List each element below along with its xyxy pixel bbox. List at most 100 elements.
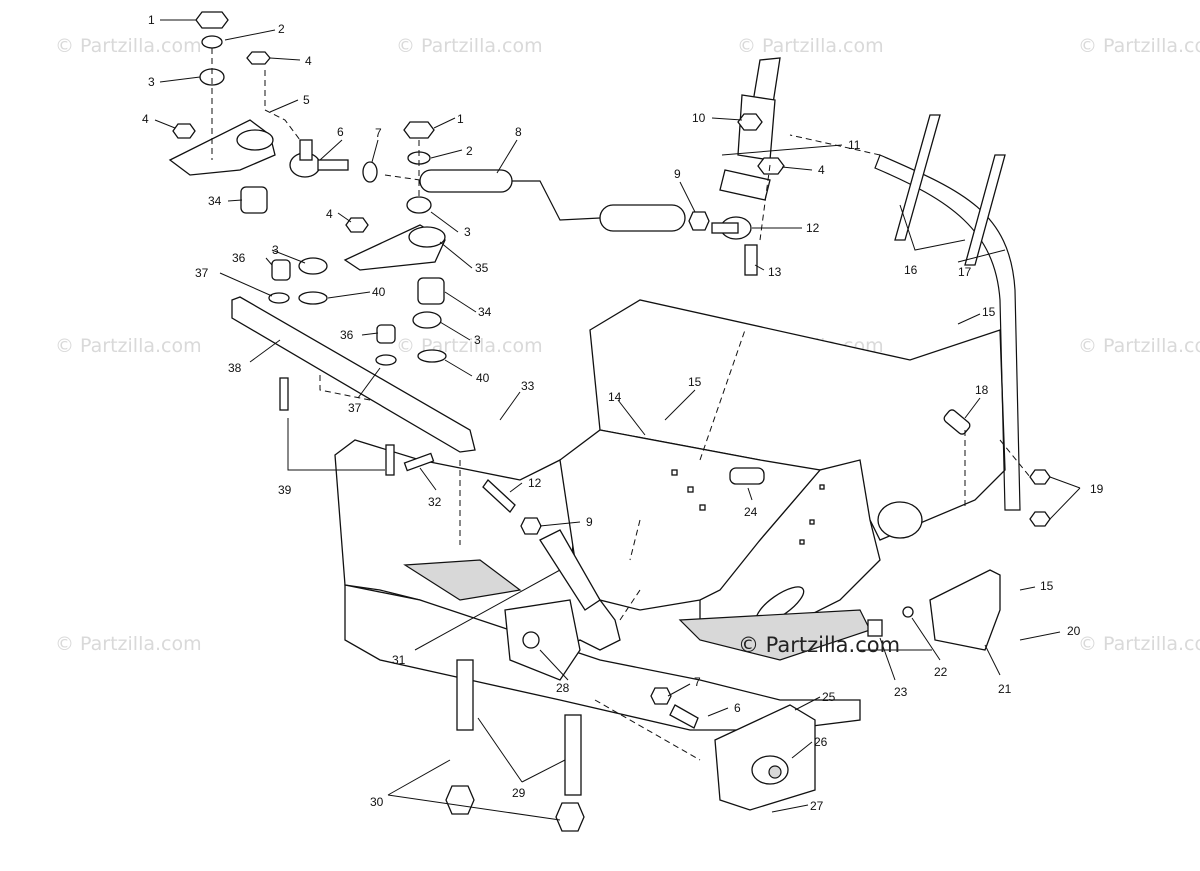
- leader: [747, 487, 753, 501]
- leader: [879, 637, 896, 681]
- bushing: [376, 324, 396, 344]
- bolts: [279, 377, 971, 796]
- stud: [299, 139, 313, 161]
- leader: [664, 389, 696, 421]
- rivet: [819, 484, 825, 490]
- guide-line: [999, 439, 1031, 478]
- leader: [957, 313, 981, 325]
- callout-label: 8: [515, 125, 522, 139]
- watermark: © Partzilla.com: [1078, 633, 1200, 655]
- leader: [899, 204, 966, 251]
- front-mount-plate: [504, 599, 581, 681]
- watermark: © Partzilla.com: [396, 35, 543, 57]
- guide-line: [629, 519, 641, 561]
- leader: [477, 717, 566, 783]
- leader: [794, 696, 821, 711]
- callout-label: 14: [608, 390, 622, 404]
- callout-label: 3: [464, 225, 471, 239]
- hardware: [172, 11, 1051, 832]
- callout-label: 33: [521, 379, 535, 393]
- callout-label: 7: [375, 126, 382, 140]
- tie-rod-sleeve: [599, 204, 686, 232]
- callout-label: 19: [1090, 482, 1104, 496]
- center-watermark: © Partzilla.com: [738, 633, 900, 657]
- callout-label: 1: [457, 112, 464, 126]
- watermark: © Partzilla.com: [737, 35, 884, 57]
- rod-end-lower: [482, 479, 516, 513]
- tie-rod-link: [512, 180, 601, 221]
- flange-nut: [445, 785, 475, 815]
- leader: [327, 291, 371, 299]
- leader: [371, 139, 379, 163]
- callout-label: 1: [148, 13, 155, 27]
- leader-lines: [154, 19, 1081, 821]
- watermark: © Partzilla.com: [1078, 35, 1200, 57]
- nut: [650, 687, 672, 705]
- callout-label: 28: [556, 681, 570, 695]
- leader: [361, 332, 379, 336]
- leader: [539, 649, 569, 681]
- callout-label: 4: [305, 54, 312, 68]
- bushing: [412, 311, 442, 329]
- knob: [867, 619, 883, 637]
- callout-label: 11: [848, 138, 861, 152]
- callout-label: 36: [232, 251, 246, 265]
- rivet: [671, 469, 678, 476]
- callout-label: 15: [688, 375, 702, 389]
- callout-label: 6: [734, 701, 741, 715]
- leader: [509, 482, 523, 493]
- bolt: [403, 452, 435, 472]
- rivet: [687, 486, 694, 493]
- leader: [791, 741, 813, 759]
- guide-line: [759, 164, 771, 241]
- guide-line: [619, 589, 641, 621]
- nut: [520, 517, 542, 535]
- callout-label: 40: [476, 371, 490, 385]
- mount-hole: [522, 631, 540, 649]
- callout-label: 3: [474, 333, 481, 347]
- leader: [444, 291, 477, 313]
- front-skid-plate: [403, 559, 522, 601]
- callout-label: 22: [934, 665, 948, 679]
- callout-label: 3: [148, 75, 155, 89]
- leader: [433, 117, 456, 129]
- callout-label: 15: [1040, 579, 1054, 593]
- washer: [268, 292, 290, 304]
- nut: [345, 217, 369, 233]
- callout-label: 21: [998, 682, 1012, 696]
- leader: [911, 617, 941, 661]
- grip-right: [964, 154, 1006, 266]
- leader: [249, 339, 281, 363]
- pitman-arm-boss: [236, 129, 274, 151]
- nut: [737, 113, 763, 131]
- callout-label: 31: [392, 653, 406, 667]
- leader: [387, 759, 561, 821]
- engine-mount: [714, 704, 816, 811]
- callout-label: 9: [674, 167, 681, 181]
- callout-label: 38: [228, 361, 242, 375]
- callout-label: 2: [278, 22, 285, 36]
- watermark: © Partzilla.com: [396, 335, 543, 357]
- tie-rod-assembly: [289, 139, 758, 729]
- leader: [227, 199, 243, 202]
- leader: [1019, 631, 1061, 641]
- leader: [154, 119, 176, 129]
- tie-rod-sleeve: [419, 169, 513, 193]
- callout-label: 7: [694, 675, 701, 689]
- guide-line: [789, 134, 881, 156]
- grip-left: [894, 114, 941, 241]
- washer: [375, 354, 397, 366]
- tie-bar: [231, 296, 476, 453]
- guide-line: [319, 375, 371, 401]
- callout-label: 23: [894, 685, 908, 699]
- rivet: [799, 539, 805, 545]
- steering-arm-plate: [719, 169, 771, 201]
- guide-line: [594, 699, 701, 761]
- rod-end-thread: [317, 159, 349, 171]
- leader: [617, 399, 646, 436]
- leader: [499, 391, 521, 421]
- callout-label: 3: [272, 243, 279, 257]
- idler-arm-boss: [408, 226, 446, 248]
- callout-label: 30: [370, 795, 384, 809]
